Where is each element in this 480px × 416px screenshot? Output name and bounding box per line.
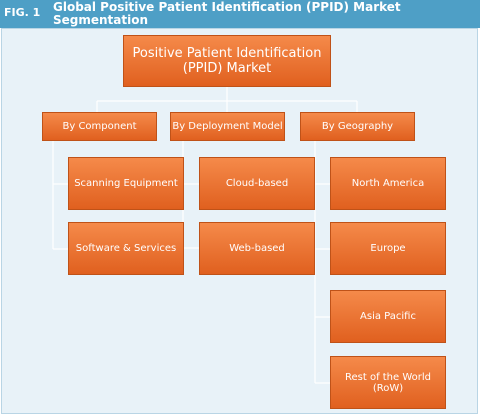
item-north-america: North America <box>330 157 446 210</box>
item-cloud-based: Cloud-based <box>199 157 315 210</box>
item-label: Cloud-based <box>225 178 289 189</box>
category-by-component: By Component <box>42 112 157 141</box>
item-scanning-equipment: Scanning Equipment <box>68 157 184 210</box>
item-asia-pacific: Asia Pacific <box>330 290 446 343</box>
item-label: Asia Pacific <box>360 311 416 322</box>
item-europe: Europe <box>330 222 446 275</box>
category-by-deployment-model: By Deployment Model <box>170 112 285 141</box>
item-web-based: Web-based <box>199 222 315 275</box>
item-label: Software & Services <box>75 243 177 254</box>
diagram-canvas <box>1 28 478 414</box>
category-by-geography: By Geography <box>300 112 415 141</box>
category-label: By Component <box>62 121 137 132</box>
figure-label: FIG. 1 <box>4 6 41 19</box>
item-label: Web-based <box>229 243 285 254</box>
item-label: North America <box>351 178 425 189</box>
category-label: By Geography <box>321 121 394 132</box>
item-label: Scanning Equipment <box>74 178 178 189</box>
figure-header: FIG. 1 Global Positive Patient Identific… <box>0 0 480 28</box>
figure-title: Global Positive Patient Identification (… <box>53 0 401 27</box>
category-label: By Deployment Model <box>172 121 283 132</box>
item-label: Rest of the World (RoW) <box>344 371 432 394</box>
item-software-services: Software & Services <box>68 222 184 275</box>
item-rest-of-world: Rest of the World (RoW) <box>330 356 446 409</box>
root-node-label: Positive Patient Identification (PPID) M… <box>132 46 322 76</box>
item-label: Europe <box>370 243 406 254</box>
root-node: Positive Patient Identification (PPID) M… <box>123 35 331 87</box>
